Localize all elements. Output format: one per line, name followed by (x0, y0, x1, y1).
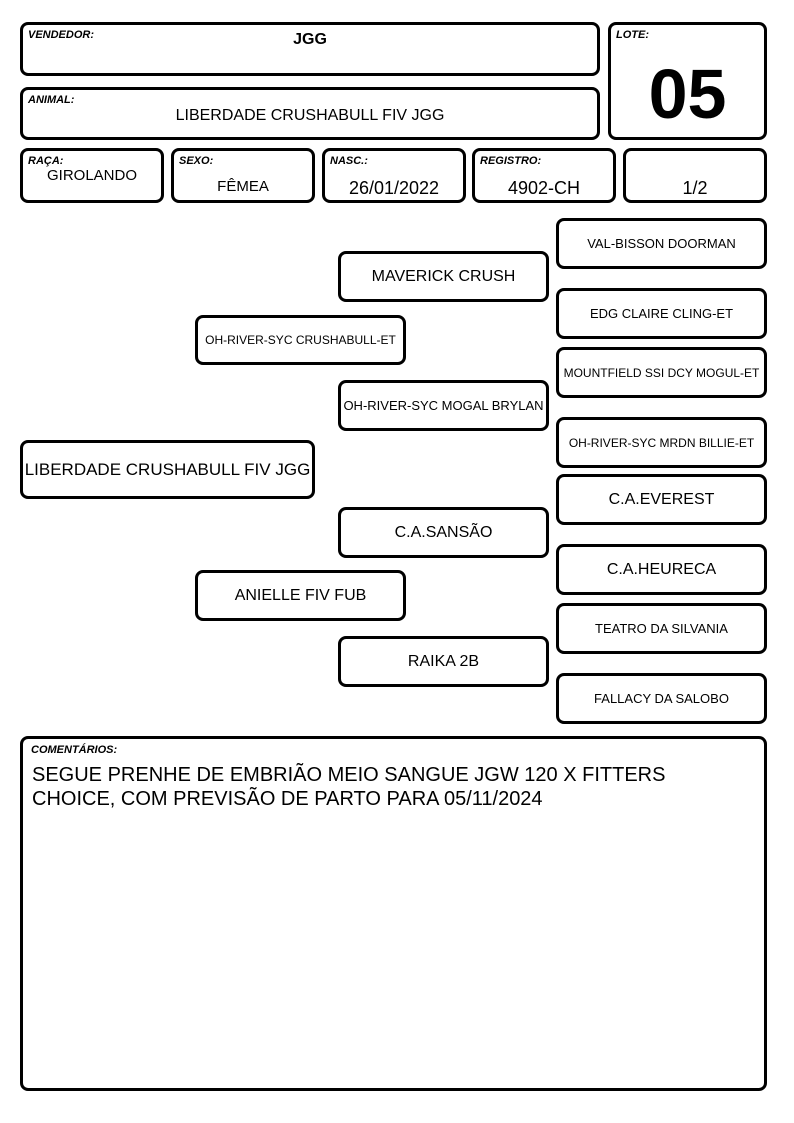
nasc-value: 26/01/2022 (348, 178, 440, 198)
pedigree-dam: ANIELLE FIV FUB (195, 570, 406, 621)
pedigree-dam-dam: RAIKA 2B (338, 636, 549, 687)
vendedor-value: JGG (293, 31, 327, 48)
pedigree-ggp-8: FALLACY DA SALOBO (556, 673, 767, 724)
comments-text: SEGUE PRENHE DE EMBRIÃO MEIO SANGUE JGW … (32, 764, 666, 810)
pedigree-animal: LIBERDADE CRUSHABULL FIV JGG (20, 440, 315, 499)
pedigree-ggp-4: OH-RIVER-SYC MRDN BILLIE-ET (556, 417, 767, 468)
registro-box: REGISTRO: 4902-CH (472, 148, 616, 203)
sexo-box: SEXO: FÊMEA (171, 148, 315, 203)
sexo-value: FÊMEA (217, 178, 269, 195)
fraction-value: 1/2 (682, 178, 708, 198)
vendedor-label: VENDEDOR: (28, 29, 95, 41)
animal-name: LIBERDADE CRUSHABULL FIV JGG (175, 107, 445, 124)
fraction-box: 1/2 (623, 148, 767, 203)
sexo-label: SEXO: (179, 155, 214, 167)
raca-box: RAÇA: GIROLANDO (20, 148, 164, 203)
lote-box: LOTE: 05 (608, 22, 767, 140)
animal-label: ANIMAL: (28, 94, 75, 106)
nasc-box: NASC.: 26/01/2022 (322, 148, 466, 203)
pedigree-dam-sire: C.A.SANSÃO (338, 507, 549, 558)
animal-box: ANIMAL: LIBERDADE CRUSHABULL FIV JGG (20, 87, 600, 140)
pedigree-sire: OH-RIVER-SYC CRUSHABULL-ET (195, 315, 406, 365)
comments-label: COMENTÁRIOS: (31, 744, 118, 756)
pedigree-sire-dam: OH-RIVER-SYC MOGAL BRYLAN (338, 380, 549, 431)
lote-number: 05 (648, 55, 727, 133)
pedigree-ggp-3: MOUNTFIELD SSI DCY MOGUL-ET (556, 347, 767, 398)
lote-label: LOTE: (616, 29, 649, 41)
pedigree-sire-sire: MAVERICK CRUSH (338, 251, 549, 302)
pedigree-ggp-7: TEATRO DA SILVANIA (556, 603, 767, 654)
pedigree-ggp-2: EDG CLAIRE CLING-ET (556, 288, 767, 339)
raca-label: RAÇA: (28, 155, 64, 167)
pedigree-ggp-1: VAL-BISSON DOORMAN (556, 218, 767, 269)
raca-value: GIROLANDO (46, 167, 137, 184)
vendedor-box: VENDEDOR: JGG (20, 22, 600, 76)
registro-value: 4902-CH (507, 178, 581, 198)
nasc-label: NASC.: (330, 155, 368, 167)
registro-label: REGISTRO: (480, 155, 542, 167)
comments-box: COMENTÁRIOS: SEGUE PRENHE DE EMBRIÃO MEI… (20, 736, 767, 1091)
pedigree-ggp-6: C.A.HEURECA (556, 544, 767, 595)
pedigree-ggp-5: C.A.EVEREST (556, 474, 767, 525)
